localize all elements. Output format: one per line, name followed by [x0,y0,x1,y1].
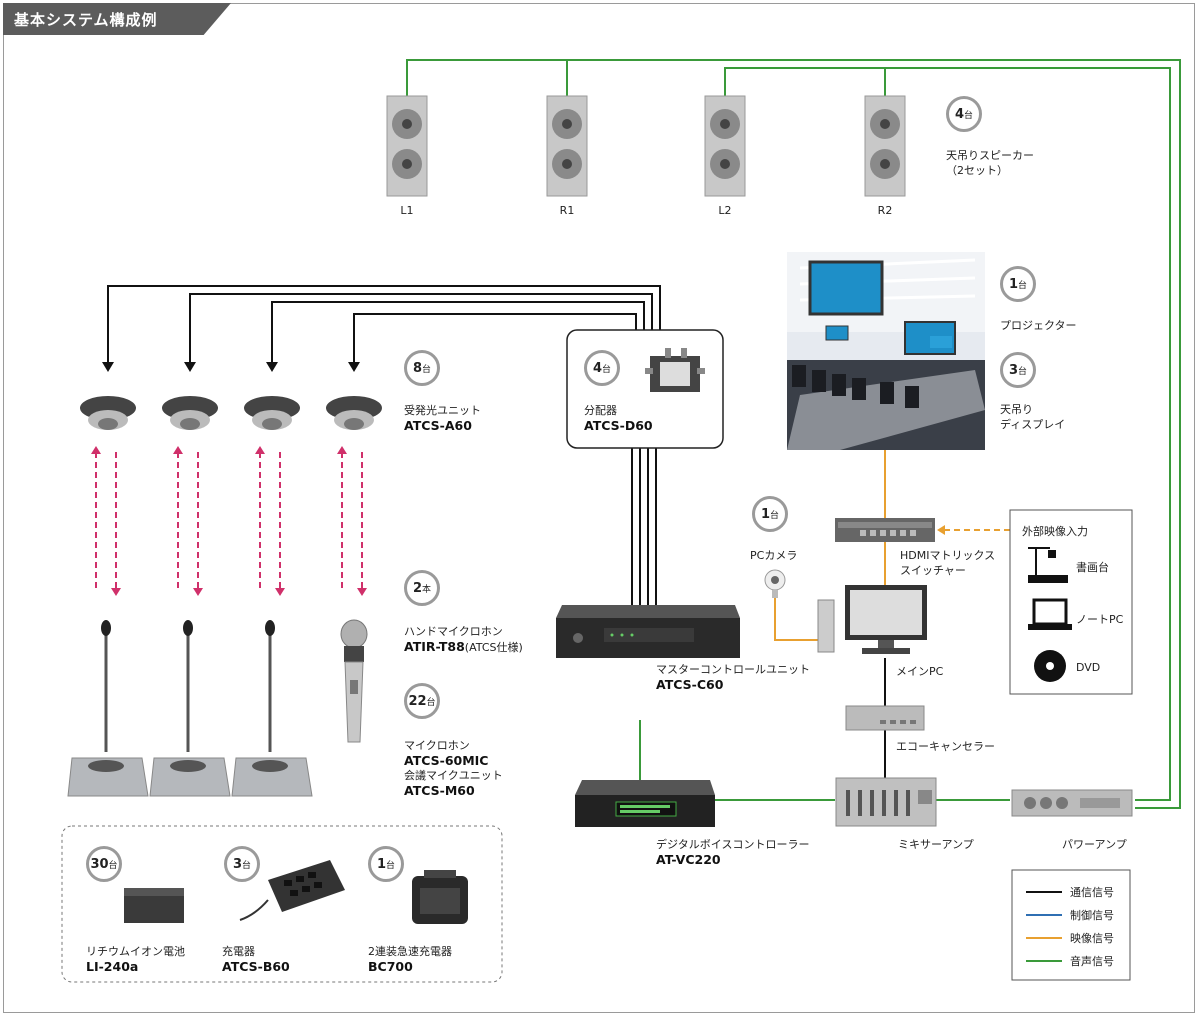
title-tab [3,3,231,35]
video-input-arrowhead [937,525,945,535]
battery-caption: リチウムイオン電池 LI-240a [86,945,185,974]
power-amp-device [1011,789,1133,817]
pc-camera [764,569,786,598]
communication-arrowheads [102,362,360,372]
quick-charger-image [412,870,468,924]
master-unit-caption: マスターコントロールユニット ATCS-C60 [656,663,810,692]
speaker-audio-lines [406,59,1181,809]
conf-mic-caption: マイクロホン ATCS-60MIC 会議マイクユニット ATCS-M60 [404,739,503,798]
speaker-r2 [864,95,906,197]
external-input-box [1009,509,1133,695]
speaker-label-r1: R1 [559,204,575,217]
echo-canceller-caption: エコーキャンセラー [896,740,995,753]
speaker-label-l2: L2 [718,204,732,217]
ir-units [80,396,382,430]
charger-caption: 充電器 ATCS-B60 [222,945,290,974]
legend-label-communication: 通信信号 [1070,886,1114,899]
external-input-item-laptop: ノートPC [1076,613,1124,626]
master-control-unit [556,605,740,658]
voice-controller-caption: デジタルボイスコントローラー AT-VC220 [656,838,810,867]
power-amp-caption: パワーアンプ [1062,838,1127,851]
document-camera-icon [1028,547,1068,583]
speaker-label-r2: R2 [877,204,893,217]
legend-label-audio: 音声信号 [1070,955,1114,968]
display-caption: 天吊り ディスプレイ [1000,403,1066,431]
conference-room-photo [787,252,985,450]
speaker-caption: 天吊りスピーカー （2セット） [946,149,1034,177]
hdmi-switcher-caption: HDMIマトリックス スイッチャー [900,549,996,577]
speaker-r1 [546,95,588,197]
accessories-box [61,825,503,983]
diagram-frame [3,3,1195,1013]
external-input-item-document-camera: 書画台 [1076,561,1109,574]
quick-charger-caption: 2連装急速充電器 BC700 [368,945,452,974]
conference-microphones [67,620,313,797]
speaker-l2 [704,95,746,197]
pc-camera-caption: PCカメラ [750,549,798,562]
ir-unit-caption: 受発光ユニット ATCS-A60 [404,404,481,433]
main-pc-device [817,585,927,654]
hdmi-switcher-device [835,518,935,542]
legend-label-control: 制御信号 [1070,909,1114,922]
diagram-title: 基本システム構成例 [14,11,158,29]
laptop-icon [1028,598,1072,630]
hand-mic-caption: ハンドマイクロホン ATIR-T88(ATCS仕様) [404,625,523,654]
speaker-l1 [386,95,428,197]
splitter-caption: 分配器 ATCS-D60 [584,404,653,433]
echo-canceller-device [845,705,925,731]
charger-image [239,860,345,921]
ir-lines [95,452,363,590]
legend-swatches [1026,891,1062,962]
speaker-cabinets [386,95,906,197]
voice-controller [575,780,715,827]
handheld-microphone [340,619,368,743]
projector-caption: プロジェクター [1000,319,1077,332]
legend-label-video: 映像信号 [1070,932,1114,945]
battery-image [124,888,184,923]
speaker-label-l1: L1 [400,204,414,217]
dvd-icon [1034,650,1066,682]
external-input-item-dvd: DVD [1076,661,1101,674]
communication-lines [107,285,886,778]
legend-box [1011,869,1131,981]
video-lines [774,450,1010,641]
mixer-amp-device [835,777,937,827]
main-pc-caption: メインPC [896,665,944,678]
mixer-amp-caption: ミキサーアンプ [898,838,974,851]
external-input-title: 外部映像入力 [1022,525,1088,538]
ir-arrowheads [91,446,367,596]
